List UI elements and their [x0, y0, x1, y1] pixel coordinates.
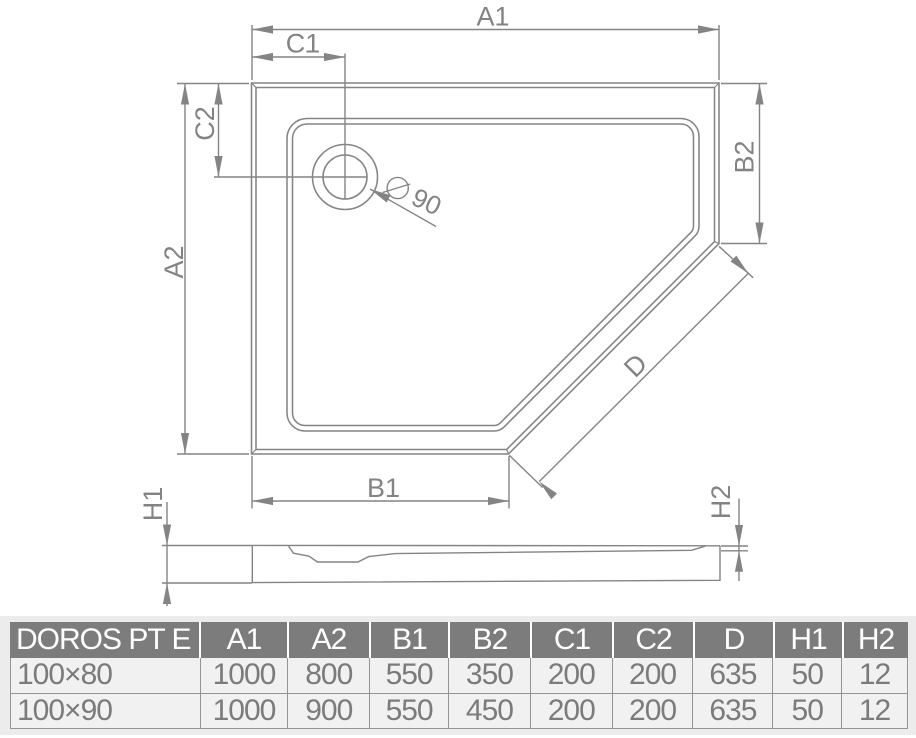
svg-text:C2: C2: [190, 106, 220, 141]
svg-text:A1: A1: [476, 2, 509, 32]
svg-text:C1: C1: [286, 29, 321, 59]
svg-text:90: 90: [407, 182, 446, 221]
svg-text:D: D: [618, 348, 653, 383]
svg-text:A2: A2: [159, 245, 189, 278]
svg-text:B1: B1: [367, 473, 400, 503]
svg-text:H1: H1: [138, 487, 168, 522]
svg-text:H2: H2: [706, 485, 736, 520]
svg-text:B2: B2: [730, 140, 760, 173]
